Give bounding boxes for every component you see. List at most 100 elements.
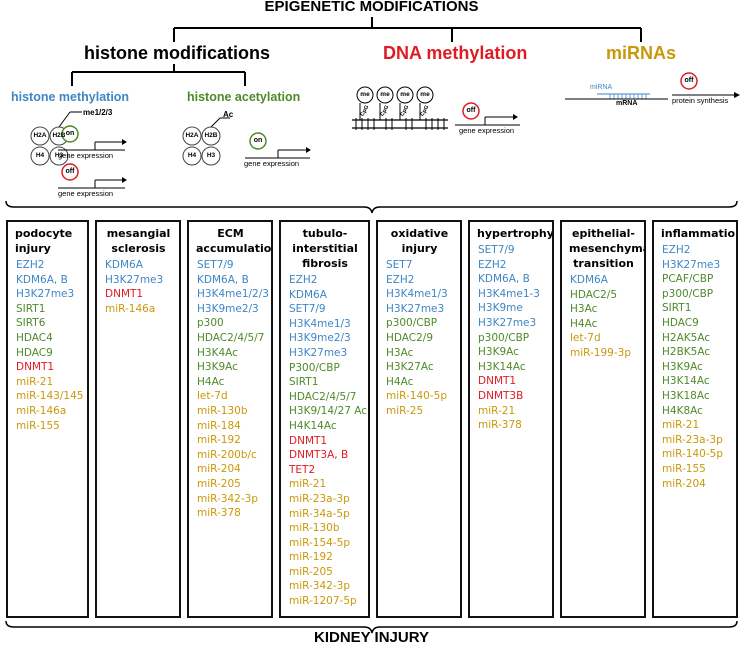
list-item: miR-342-3p [289, 580, 350, 593]
list-item: H3K27me3 [662, 258, 721, 271]
list-item: H3K9Ac [197, 361, 238, 374]
list-item: miR-21 [16, 375, 54, 388]
list-item: KDM6A [289, 288, 327, 301]
list-item: miR-199-3p [570, 346, 631, 359]
list-item: HDAC9 [16, 346, 53, 359]
list-item: SIRT6 [16, 317, 46, 330]
list-item: SET7 [386, 259, 413, 271]
list-item: SIRT1 [16, 302, 46, 315]
acetylation-h2a-label: H2A [185, 132, 199, 139]
list-item: miR-130b [289, 522, 340, 535]
list-item: miR-146a [16, 404, 67, 417]
list-item: DNMT1 [16, 361, 55, 374]
mirna-schematic [565, 72, 740, 100]
list-item: DNMT3B [478, 389, 524, 402]
list-item: miR-184 [197, 419, 241, 432]
methylation-gene-expression-off: gene expression [58, 189, 114, 198]
histone-modifications-title: histone modifications [84, 43, 271, 63]
column-title-line: fibrosis [302, 257, 348, 270]
list-item: H4K14Ac [289, 419, 337, 432]
list-item: H4Ac [570, 317, 598, 330]
acetylation-h2b-label: H2B [204, 132, 218, 139]
methylation-off-badge: off [65, 168, 75, 175]
list-item: H3Ac [570, 303, 598, 316]
dna-gene-expression: gene expression [459, 126, 515, 135]
column-title-line: accumulation [196, 242, 273, 255]
list-item: H2BK5Ac [662, 346, 711, 359]
acetylation-mark-label: Ac [223, 110, 234, 119]
list-item: H3K4me1/2/3 [197, 288, 269, 301]
list-item: H4Ac [197, 375, 225, 388]
list-item: miR-130b [197, 404, 248, 417]
list-item: p300 [197, 317, 224, 330]
list-item: miR-192 [197, 434, 241, 447]
column-title-line: podocyte [15, 227, 73, 240]
column-title-line: hypertrophy [477, 227, 554, 240]
list-item: miR-34a-5p [289, 507, 350, 520]
list-item: miR-205 [289, 565, 333, 578]
methylation-on-badge: on [65, 130, 75, 137]
list-item: miR-146a [105, 302, 156, 315]
column-title-line: epithelial- [572, 227, 635, 240]
bottom-brace [5, 620, 738, 634]
histone-acetylation-title: histone acetylation [187, 90, 301, 104]
list-item: HDAC2/4/5/7 [197, 331, 265, 344]
list-item: H3K4me1-3 [478, 287, 540, 300]
list-item: H2AK5Ac [662, 331, 711, 344]
methylation-on-arrow [58, 125, 127, 151]
h2a-label: H2A [33, 132, 47, 139]
protein-synthesis-label: protein synthesis [672, 96, 729, 105]
list-item: EZH2 [478, 258, 507, 271]
dna-me-label-4: me [420, 91, 430, 98]
list-item: EZH2 [289, 274, 318, 286]
list-item: H3K4me1/3 [386, 288, 448, 301]
dna-me-label-3: me [400, 91, 410, 98]
list-item: miR-140-5p [662, 448, 723, 461]
h2b-label: H2B [52, 132, 66, 139]
dna-methylation-title: DNA methylation [383, 43, 528, 63]
column-title-line: inflammation [661, 227, 738, 240]
dna-methylation-schematic [352, 86, 520, 130]
list-item: H3K4Ac [197, 346, 238, 359]
list-item: EZH2 [16, 259, 45, 271]
top-tree-lines [71, 17, 642, 86]
column-title: inflammation [654, 226, 736, 241]
list-item: miR-23a-3p [289, 492, 350, 505]
list-item: HDAC4 [16, 331, 53, 344]
h4-label: H4 [35, 152, 45, 159]
list-item: miR-204 [197, 463, 241, 476]
list-item: KDM6A [570, 274, 608, 286]
list-item: H3K4me1/3 [289, 317, 351, 330]
list-item: SET7/9 [478, 244, 515, 256]
methylation-gene-expression-on: gene expression [58, 151, 114, 160]
list-item: EZH2 [662, 244, 691, 256]
list-item: KDM6A, B [197, 273, 249, 286]
list-item: H3K9me2/3 [289, 332, 351, 345]
top-title: EPIGENETIC MODIFICATIONS [264, 0, 479, 15]
dna-off-badge: off [466, 107, 476, 114]
list-item: p300/CBP [386, 317, 438, 330]
list-item: miR-1207-5p [289, 595, 357, 608]
list-item: let-7d [197, 390, 228, 403]
list-item: TET2 [289, 463, 316, 476]
list-item: miR-155 [16, 419, 60, 432]
column-title-line: oxidative [390, 227, 449, 240]
list-item: miR-25 [386, 404, 424, 417]
list-item: let-7d [570, 332, 601, 345]
column-title-line: sclerosis [111, 242, 166, 255]
list-item: H3K9me2/3 [197, 302, 259, 315]
list-item: DNMT3A, B [289, 449, 349, 462]
list-item: miR-378 [197, 507, 241, 520]
list-item: KDM6A [105, 259, 143, 271]
list-item: P300/CBP [289, 361, 340, 374]
acetylation-on-arrow [245, 132, 311, 159]
list-item: miR-21 [662, 419, 700, 432]
